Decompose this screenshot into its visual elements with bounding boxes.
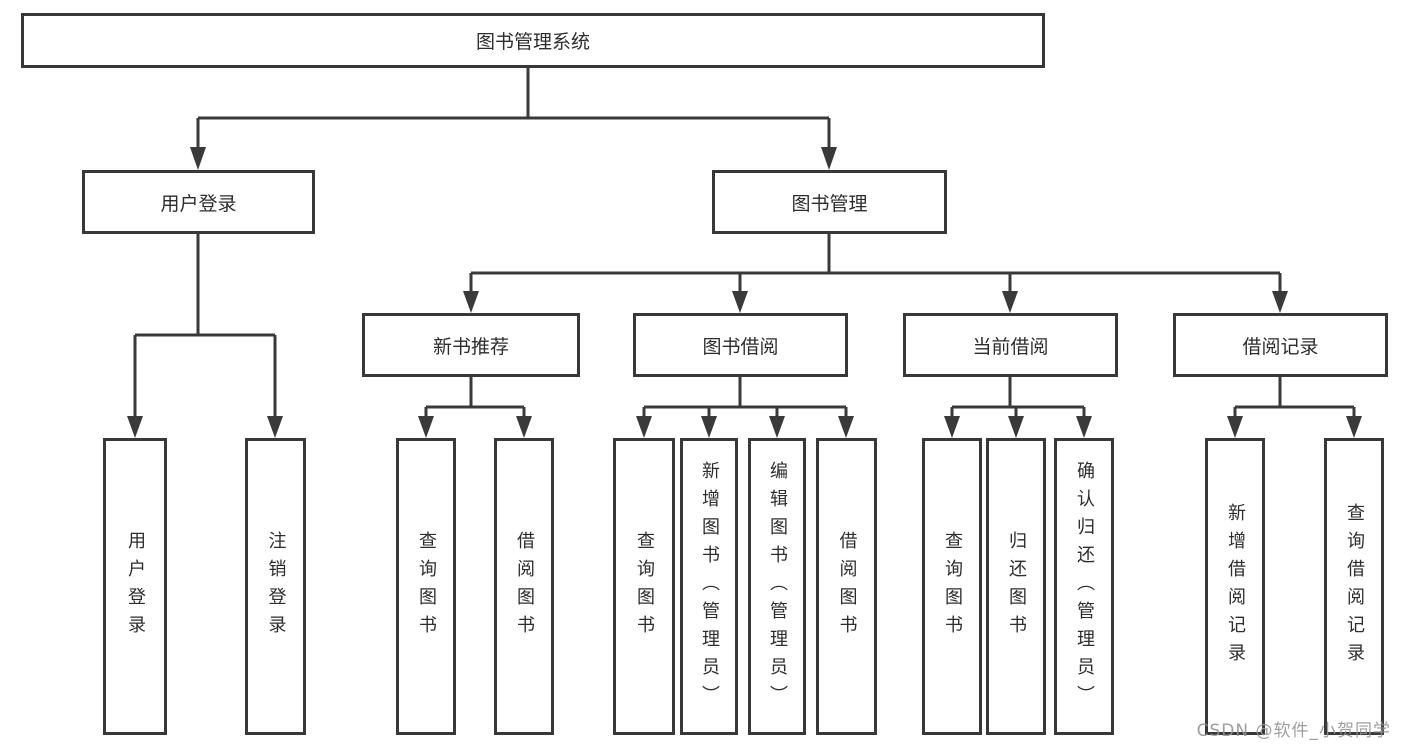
node-label: 用户登录 <box>160 192 237 215</box>
watermark-text: CSDN @软件_小贺同学 <box>1196 721 1391 741</box>
node-label: 图书管理 <box>791 192 868 215</box>
node-label: 注销登录 <box>265 530 287 643</box>
node-book-borrowing: 图书借阅 <box>633 313 848 377</box>
node-current-borrowing: 当前借阅 <box>903 313 1118 377</box>
node-book-management: 图书管理 <box>712 170 947 234</box>
node-label: 新增图书（管理员） <box>699 460 720 713</box>
leaf-confirm-return-admin: 确认归还（管理员） <box>1054 438 1114 735</box>
node-label: 新增借阅记录 <box>1225 502 1246 671</box>
node-label: 编辑图书（管理员） <box>767 460 788 713</box>
node-user-login: 用户登录 <box>82 170 315 234</box>
node-label: 确认归还（管理员） <box>1074 460 1095 713</box>
node-label: 归还图书 <box>1006 530 1027 643</box>
node-label: 当前借阅 <box>972 335 1049 358</box>
leaf-add-borrow-record: 新增借阅记录 <box>1205 438 1265 735</box>
node-label: 图书管理系统 <box>475 31 590 53</box>
node-new-book-recommendation: 新书推荐 <box>362 313 580 377</box>
node-label: 借阅图书 <box>514 530 535 643</box>
leaf-edit-books-admin: 编辑图书（管理员） <box>748 438 806 735</box>
leaf-logout: 注销登录 <box>245 438 306 735</box>
node-library-management-system: 图书管理系统 <box>21 13 1045 68</box>
node-borrowing-records: 借阅记录 <box>1173 313 1388 377</box>
node-label: 借阅图书 <box>836 530 858 643</box>
leaf-query-books-recommend: 查询图书 <box>396 438 456 735</box>
node-label: 用户登录 <box>125 530 146 643</box>
node-label: 查询借阅记录 <box>1344 502 1365 671</box>
node-label: 新书推荐 <box>432 335 509 358</box>
node-label: 查询图书 <box>416 530 437 643</box>
node-label: 图书借阅 <box>702 335 779 358</box>
leaf-query-books-borrowing: 查询图书 <box>613 438 675 735</box>
node-label: 查询图书 <box>634 530 655 643</box>
node-label: 借阅记录 <box>1242 335 1319 358</box>
leaf-add-books-admin: 新增图书（管理员） <box>680 438 738 735</box>
leaf-borrow-books: 借阅图书 <box>816 438 877 735</box>
leaf-query-borrow-record: 查询借阅记录 <box>1324 438 1384 735</box>
leaf-return-books: 归还图书 <box>986 438 1046 735</box>
leaf-query-books-current: 查询图书 <box>922 438 982 735</box>
node-label: 查询图书 <box>942 530 963 643</box>
leaf-borrow-books-recommend: 借阅图书 <box>494 438 554 735</box>
leaf-user-login: 用户登录 <box>103 438 167 735</box>
